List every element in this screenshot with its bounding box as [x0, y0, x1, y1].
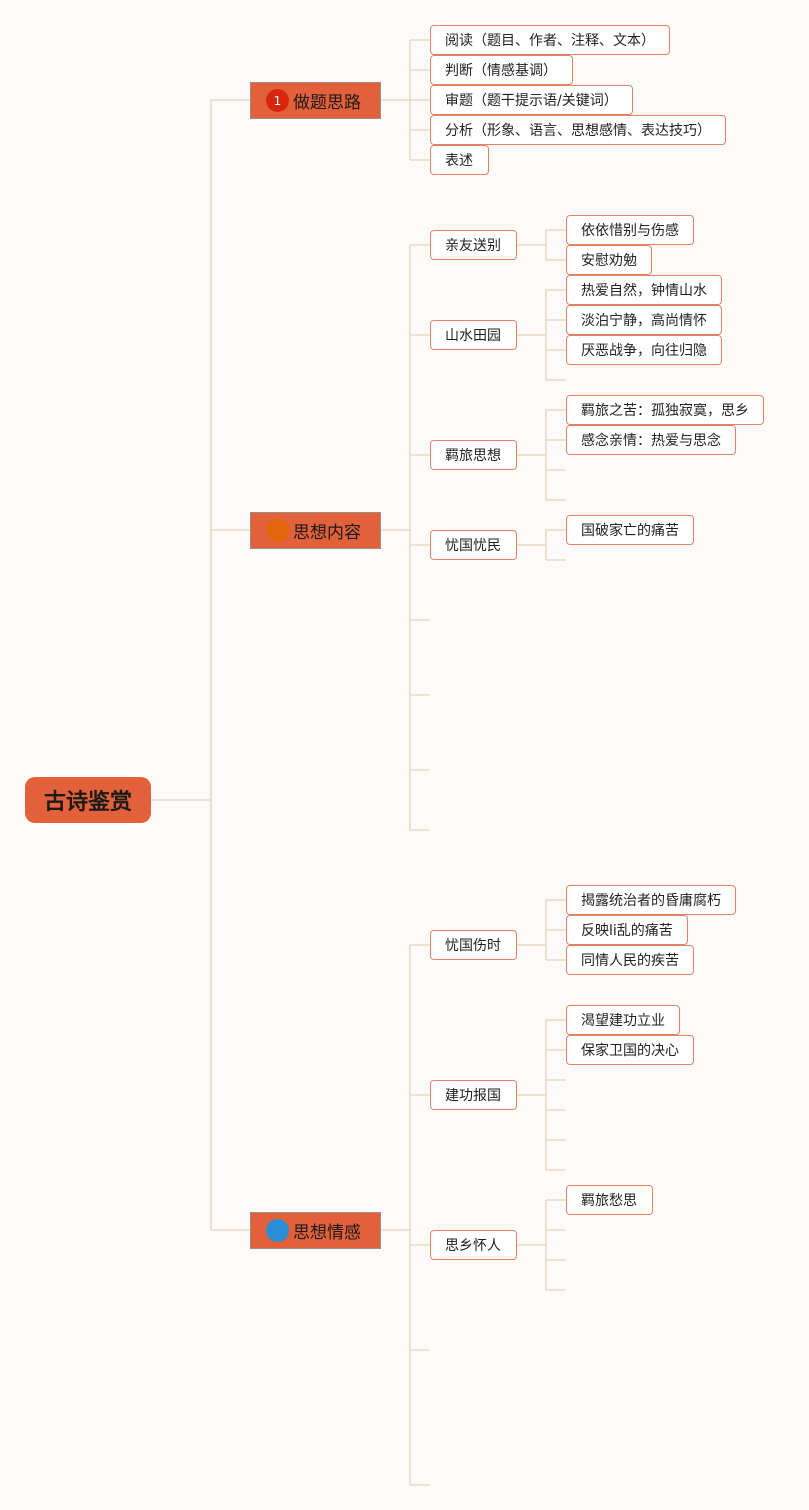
leaf-topic[interactable]: 羁旅愁思 — [566, 1185, 653, 1215]
leaf-topic[interactable]: 依依惜别与伤感 — [566, 215, 694, 245]
number-badge-icon — [266, 519, 289, 542]
subtopic-label: 建功报国 — [445, 1088, 501, 1104]
leaf-topic[interactable]: 国破家亡的痛苦 — [566, 515, 694, 545]
subtopic[interactable]: 羁旅思想 — [430, 440, 517, 470]
leaf-label: 反映li乱的痛苦 — [581, 923, 673, 939]
leaf-label: 感念亲情：热爱与思念 — [581, 433, 721, 449]
subtopic[interactable]: 山水田园 — [430, 320, 517, 350]
root-topic[interactable]: 古诗鉴赏 — [25, 777, 151, 823]
subtopic-label: 忧国伤时 — [445, 938, 501, 954]
leaf-topic[interactable]: 厌恶战争，向往归隐 — [566, 335, 722, 365]
leaf-topic[interactable]: 热爱自然，钟情山水 — [566, 275, 722, 305]
subtopic-label: 亲友送别 — [445, 238, 501, 254]
leaf-label: 审题（题干提示语/关键词） — [445, 93, 618, 109]
leaf-topic[interactable]: 渴望建功立业 — [566, 1005, 680, 1035]
root-label: 古诗鉴赏 — [43, 790, 132, 815]
leaf-topic[interactable]: 羁旅之苦：孤独寂寞，思乡 — [566, 395, 764, 425]
subtopic[interactable]: 建功报国 — [430, 1080, 517, 1110]
leaf-topic[interactable]: 判断（情感基调） — [430, 55, 573, 85]
subtopic[interactable]: 亲友送别 — [430, 230, 517, 260]
leaf-label: 判断（情感基调） — [445, 63, 557, 79]
leaf-label: 分析（形象、语言、思想感情、表达技巧） — [445, 123, 711, 139]
branch-label: 思想内容 — [293, 523, 361, 543]
leaf-label: 热爱自然，钟情山水 — [581, 283, 707, 299]
number-badge-icon — [266, 1219, 289, 1242]
leaf-label: 淡泊宁静，高尚情怀 — [581, 313, 707, 329]
subtopic-label: 思乡怀人 — [445, 1238, 501, 1254]
leaf-label: 阅读（题目、作者、注释、文本） — [445, 33, 655, 49]
leaf-label: 安慰劝勉 — [581, 253, 637, 269]
leaf-label: 厌恶战争，向往归隐 — [581, 343, 707, 359]
branch-label: 做题思路 — [293, 93, 361, 113]
leaf-topic[interactable]: 同情人民的疾苦 — [566, 945, 694, 975]
leaf-topic[interactable]: 感念亲情：热爱与思念 — [566, 425, 736, 455]
subtopic-label: 山水田园 — [445, 328, 501, 344]
branch-emotion[interactable]: 思想情感 — [250, 1212, 381, 1249]
leaf-topic[interactable]: 阅读（题目、作者、注释、文本） — [430, 25, 670, 55]
leaf-topic[interactable]: 揭露统治者的昏庸腐朽 — [566, 885, 736, 915]
subtopic[interactable]: 忧国忧民 — [430, 530, 517, 560]
leaf-topic[interactable]: 表述 — [430, 145, 489, 175]
branch-label: 思想情感 — [293, 1223, 361, 1243]
leaf-topic[interactable]: 安慰劝勉 — [566, 245, 652, 275]
subtopic[interactable]: 思乡怀人 — [430, 1230, 517, 1260]
leaf-label: 揭露统治者的昏庸腐朽 — [581, 893, 721, 909]
leaf-topic[interactable]: 反映li乱的痛苦 — [566, 915, 688, 945]
branch-content[interactable]: 思想内容 — [250, 512, 381, 549]
leaf-label: 表述 — [445, 153, 473, 169]
leaf-topic[interactable]: 审题（题干提示语/关键词） — [430, 85, 633, 115]
leaf-topic[interactable]: 分析（形象、语言、思想感情、表达技巧） — [430, 115, 726, 145]
branch-method[interactable]: 1 做题思路 — [250, 82, 381, 119]
subtopic-label: 忧国忧民 — [445, 538, 501, 554]
leaf-topic[interactable]: 保家卫国的决心 — [566, 1035, 694, 1065]
leaf-label: 羁旅之苦：孤独寂寞，思乡 — [581, 403, 749, 419]
leaf-label: 国破家亡的痛苦 — [581, 523, 679, 539]
leaf-label: 同情人民的疾苦 — [581, 953, 679, 969]
leaf-topic[interactable]: 淡泊宁静，高尚情怀 — [566, 305, 722, 335]
leaf-label: 保家卫国的决心 — [581, 1043, 679, 1059]
subtopic-label: 羁旅思想 — [445, 448, 501, 464]
number-one-icon: 1 — [266, 89, 289, 112]
leaf-label: 渴望建功立业 — [581, 1013, 665, 1029]
subtopic[interactable]: 忧国伤时 — [430, 930, 517, 960]
leaf-label: 依依惜别与伤感 — [581, 223, 679, 239]
leaf-label: 羁旅愁思 — [581, 1193, 637, 1209]
